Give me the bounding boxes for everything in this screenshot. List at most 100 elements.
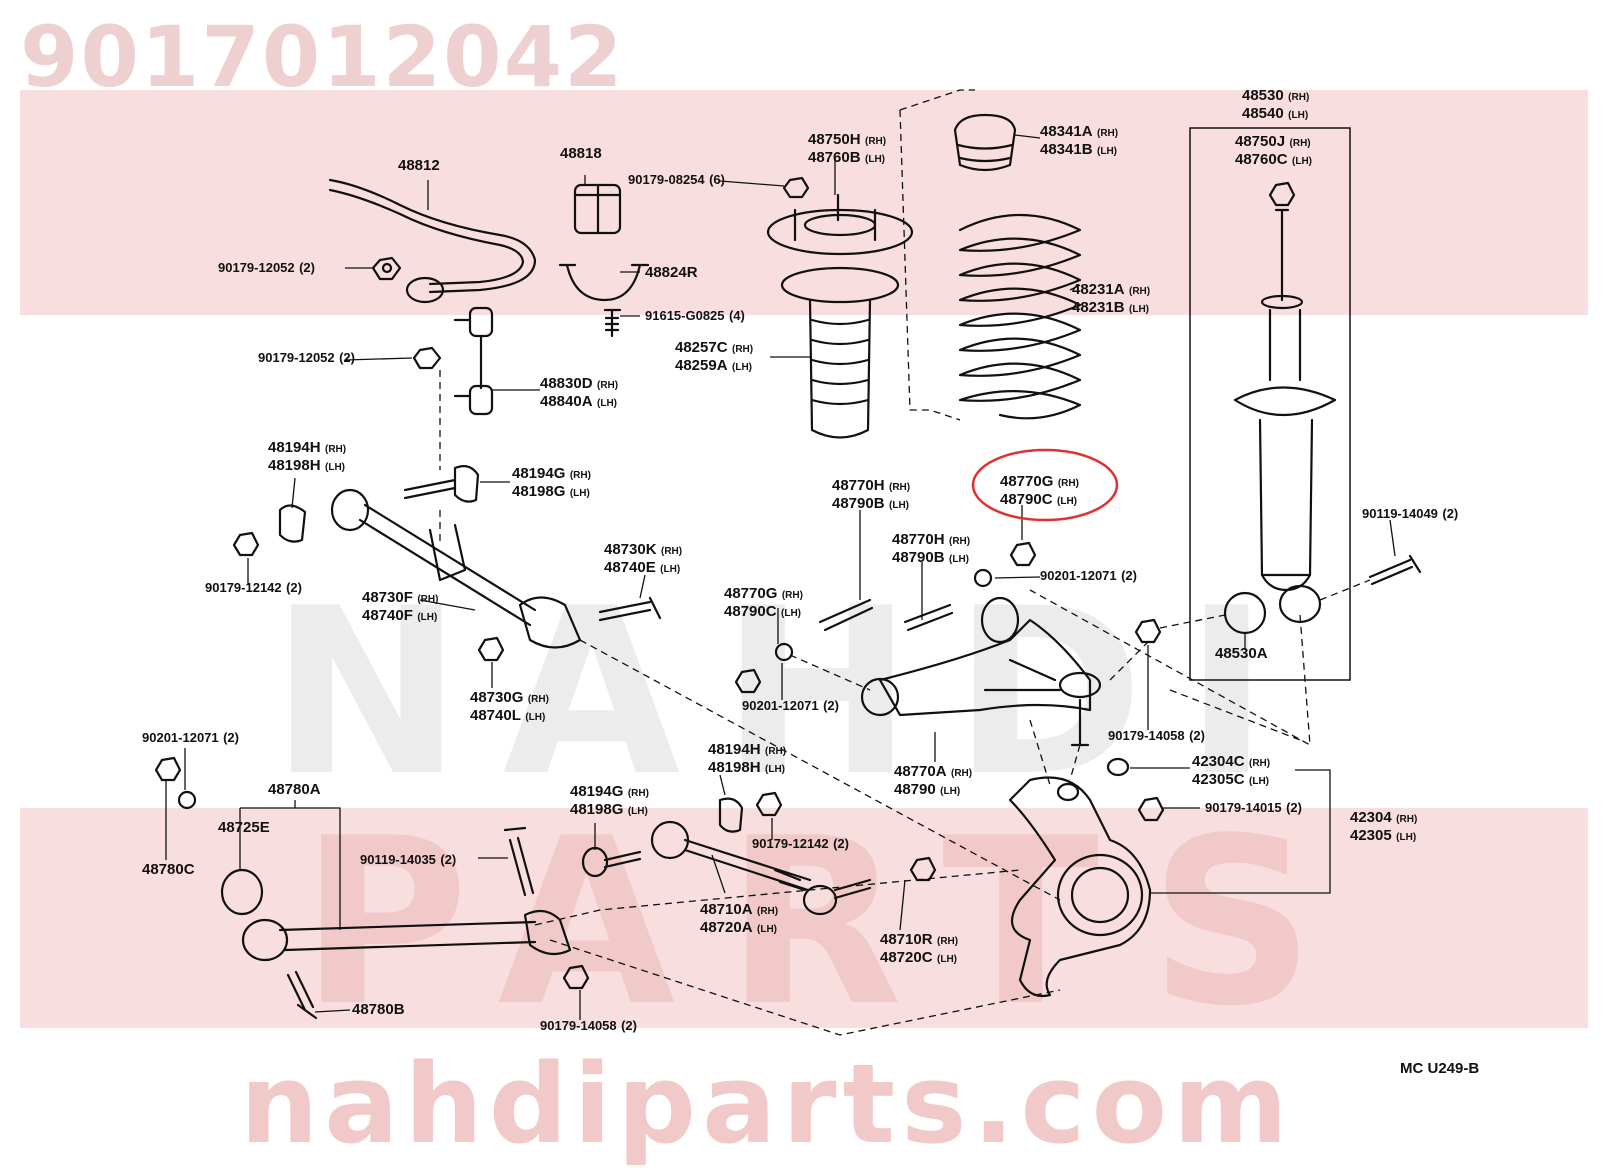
nut-90179-14015 (1137, 796, 1165, 822)
label-90179-12052-a: 90179-12052 (2) (218, 260, 315, 275)
nut-90179-08254 (782, 176, 810, 199)
bolt-48730K (598, 596, 662, 622)
toe-rod-end (802, 884, 838, 916)
bolt-48770H-a (818, 598, 874, 632)
shock-upper-body (1268, 308, 1302, 382)
label-48194G-48198G-a: 48194G (RH)48198G (LH) (512, 465, 591, 500)
watermark-brand-nahdi: NAHDI (270, 560, 1310, 827)
knuckle-hub (1056, 853, 1144, 937)
highlight-ellipse (971, 448, 1119, 522)
stabilizer-link-top (468, 306, 494, 338)
nut-48770G-b (734, 668, 762, 694)
label-90201-12071-b: 90201-12071 (2) (742, 698, 839, 713)
label-48710A-48720A: 48710A (RH)48720A (LH) (700, 901, 779, 936)
label-48231A-48231B: 48231A (RH)48231B (LH) (1072, 281, 1151, 316)
watermark-part-number: 9017012042 (20, 8, 625, 106)
lateral-rod-bushing (330, 488, 370, 532)
label-48812: 48812 (398, 157, 440, 174)
nut-48710R (909, 856, 937, 882)
lower-arm-eye (241, 918, 289, 962)
washer-90201-12071-c (177, 790, 197, 810)
stabilizer-bracket (558, 263, 650, 302)
label-48750J-48760C: 48750J (RH)48760C (LH) (1235, 133, 1312, 168)
label-48194H-48198H-b: 48194H (RH)48198H (LH) (708, 741, 787, 776)
nut-90179-12142-b (755, 791, 783, 817)
bolt-90119-14035 (503, 826, 535, 897)
watermark-website: nahdiparts.com (240, 1040, 1294, 1168)
knuckle-bushing-42304C (1106, 757, 1130, 777)
bracket-bolt (603, 308, 622, 338)
bushing-48194G (453, 465, 480, 503)
spring-upper-insulator (953, 113, 1017, 172)
nut-90179-14058-b (562, 964, 590, 990)
label-90179-14058-b: 90179-14058 (2) (540, 1018, 637, 1033)
label-48530-48540: 48530 (RH)48540 (LH) (1242, 87, 1310, 122)
label-90179-08254: 90179-08254 (6) (628, 172, 725, 187)
label-42304C-42305C: 42304C (RH)42305C (LH) (1192, 753, 1271, 788)
label-48770A-48790: 48770A (RH)48790 (LH) (894, 763, 973, 798)
shock-spring-seat (1233, 386, 1337, 416)
bushing-48194G-b (581, 846, 609, 878)
label-90179-12142-b: 90179-12142 (2) (752, 836, 849, 851)
label-48730G-48740L: 48730G (RH)48740L (LH) (470, 689, 549, 724)
bolt-90119-14049 (1368, 554, 1422, 586)
stabilizer-bar (328, 178, 537, 294)
upper-control-arm (878, 618, 1092, 717)
label-48194G-48198G-b: 48194G (RH)48198G (LH) (570, 783, 649, 818)
coil-spring (958, 213, 1082, 420)
label-48780A: 48780A (268, 781, 321, 798)
bushing-48194H (278, 504, 307, 543)
label-90119-14035: 90119-14035 (2) (360, 852, 457, 867)
nut-48730G (477, 636, 505, 662)
lateral-rod-end (518, 596, 582, 649)
shock-bushing-48530A (1223, 591, 1267, 635)
label-48780B: 48780B (352, 1001, 405, 1018)
stabilizer-end-eye (405, 276, 445, 304)
label-48770G-48790C-b: 48770G (RH)48790C (LH) (724, 585, 803, 620)
label-48770H-48790B-a: 48770H (RH)48790B (LH) (832, 477, 911, 512)
nut-90179-12052-b (412, 346, 442, 370)
label-48194H-48198H-a: 48194H (RH)48198H (LH) (268, 439, 347, 474)
label-48780C: 48780C (142, 861, 195, 878)
label-90201-12071-a: 90201-12071 (2) (1040, 568, 1137, 583)
toe-rod-bushing (650, 820, 690, 860)
diagram-code: MC U249-B (1400, 1060, 1480, 1077)
lower-arm (278, 920, 537, 952)
label-48341A-48341B: 48341A (RH)48341B (LH) (1040, 123, 1119, 158)
steering-knuckle (1008, 776, 1152, 998)
bolt-48770H-b (903, 603, 954, 632)
watermark-band-bottom (20, 808, 1588, 1028)
nut-48750J (1268, 181, 1296, 207)
label-90201-12071-c: 90201-12071 (2) (142, 730, 239, 745)
label-48257C-48259A: 48257C (RH)48259A (LH) (675, 339, 754, 374)
label-48730K-48740E: 48730K (RH)48740E (LH) (604, 541, 683, 576)
bushing-48194H-b (718, 797, 744, 833)
label-91615-G0825: 91615-G0825 (4) (645, 308, 745, 323)
stabilizer-link-bottom (468, 384, 494, 416)
label-42304-42305: 42304 (RH)42305 (LH) (1350, 809, 1418, 844)
label-90179-12142-a: 90179-12142 (2) (205, 580, 302, 595)
bolt-48780B (286, 970, 318, 1020)
washer-90201-12071-b (774, 642, 794, 662)
label-48830D-48840A: 48830D (RH)48840A (LH) (540, 375, 619, 410)
label-90179-12052-b: 90179-12052 (2) (258, 350, 355, 365)
label-48818: 48818 (560, 145, 602, 162)
bolt-48194G-b (603, 850, 642, 869)
label-48730F-48740F: 48730F (RH)48740F (LH) (362, 589, 439, 624)
bolt-48194G (403, 478, 457, 500)
upper-support (766, 208, 914, 256)
nut-48770G-a (1009, 541, 1037, 567)
label-48770G-48790C-highlighted: 48770G (RH)48790C (LH) (1000, 473, 1079, 508)
label-90179-14058-a: 90179-14058 (2) (1108, 728, 1205, 743)
nut-90179-12052-a (371, 256, 402, 281)
nut-48780C (154, 756, 182, 782)
label-48824R: 48824R (645, 264, 698, 281)
washer-90201-12071-a (973, 568, 993, 588)
lower-arm-bushing-48725E (220, 868, 264, 916)
label-48770H-48790B-b: 48770H (RH)48790B (LH) (892, 531, 971, 566)
lateral-rod (358, 503, 537, 627)
label-90179-14015: 90179-14015 (2) (1205, 800, 1302, 815)
toe-rod-stud (833, 878, 872, 900)
label-48530A: 48530A (1215, 645, 1268, 662)
